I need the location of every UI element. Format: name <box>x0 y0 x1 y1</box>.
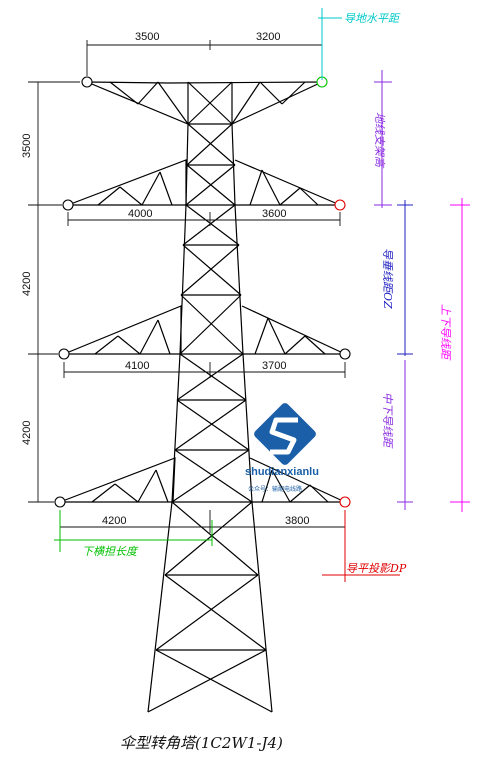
watermark-sub: 公众号：输配电线路 <box>248 485 302 493</box>
earth-wire-left-point <box>81 76 93 88</box>
lower-arm-label: 下横担长度 <box>82 545 139 558</box>
dim-top-right: 3200 <box>256 31 280 43</box>
dim-arm2-right: 3700 <box>262 360 286 372</box>
oz-marker <box>397 200 413 356</box>
vertical-dimensions <box>28 81 80 503</box>
tower-structure <box>59 81 346 713</box>
diagram-title: 伞型转角塔(1C2W1-J4) <box>120 734 283 752</box>
arm1-right-point <box>334 199 346 211</box>
support-height-marker <box>374 70 392 208</box>
vdim-mid: 4200 <box>21 272 33 296</box>
watermark-s-icon <box>269 417 298 455</box>
dp-marker <box>322 510 400 582</box>
lower-arm-marker <box>54 510 213 552</box>
dp-label: 导平投影DP <box>346 562 407 575</box>
dim-arm3-right: 3800 <box>285 515 309 527</box>
dim-top-left: 3500 <box>135 31 159 43</box>
watermark-brand: shudianxianlu <box>245 466 319 478</box>
mid-lower-label: 中下导线距 <box>381 392 394 449</box>
arm3-right-point <box>339 496 351 508</box>
watermark-logo <box>254 403 316 465</box>
dim-arm1-left: 4000 <box>128 208 152 220</box>
oz-label: 导垂线距OZ <box>381 248 394 309</box>
dim-arm2-left: 4100 <box>125 360 149 372</box>
ground-wire-marker <box>318 8 342 80</box>
watermark: shudianxianlu 公众号：输配电线路 <box>245 403 319 493</box>
arm2-right-point <box>339 348 351 360</box>
vdim-bot: 4200 <box>21 421 33 445</box>
mid-lower-marker <box>397 360 413 510</box>
attachment-points <box>54 76 351 508</box>
horizontal-dimensions <box>59 40 346 533</box>
arm1-left-point <box>62 199 74 211</box>
arm2-left-point <box>58 348 70 360</box>
upper-lower-label: 上下导线距 <box>439 304 452 361</box>
ground-wire-h-label: 导地水平距 <box>344 12 401 25</box>
dim-arm1-right: 3600 <box>262 208 286 220</box>
dim-arm3-left: 4200 <box>102 515 126 527</box>
arm3-left-point <box>54 496 66 508</box>
upper-lower-marker <box>450 198 470 512</box>
vdim-top: 3500 <box>21 134 33 158</box>
support-height-label: 地线支架高 <box>373 112 386 169</box>
